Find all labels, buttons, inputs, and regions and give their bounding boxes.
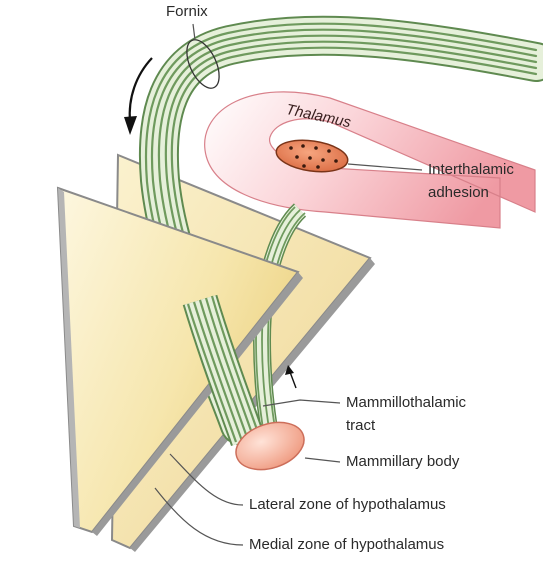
leader-medial [154, 487, 244, 546]
label-mammillary-body: Mammillary body [346, 453, 460, 470]
label-medial-zone: Medial zone of hypothalamus [249, 536, 445, 553]
leader-mammillary [304, 457, 341, 463]
leader-lateral [169, 453, 244, 506]
label-mammillothalamic-line1: Mammillothalamic [346, 394, 467, 411]
leader-fornix [192, 23, 196, 41]
leader-lines [154, 23, 423, 546]
label-interthalamic-line2: adhesion [428, 184, 489, 201]
mammillothalamic-tract-bundle [252, 203, 307, 437]
mammillothalamic-direction-arrow-icon [285, 365, 297, 389]
lateral-zone-plane-side [58, 188, 80, 528]
fornix-lower-bundle [182, 294, 265, 447]
thalamus-shape [204, 91, 536, 229]
label-lateral-zone: Lateral zone of hypothalamus [249, 496, 446, 513]
mammillary-body-shape [235, 421, 305, 471]
label-interthalamic-line1: Interthalamic [428, 161, 514, 178]
fornix-loop-marker [186, 39, 220, 89]
label-mammillothalamic-line2: tract [346, 417, 376, 434]
interthalamic-adhesion-shape [275, 139, 349, 173]
label-fornix: Fornix [166, 3, 208, 20]
leader-mammillothalamic [262, 399, 341, 407]
fornix-direction-arrow-icon [124, 57, 153, 135]
lateral-zone-plane-edge [92, 272, 303, 536]
leader-interthalamic [347, 163, 423, 171]
